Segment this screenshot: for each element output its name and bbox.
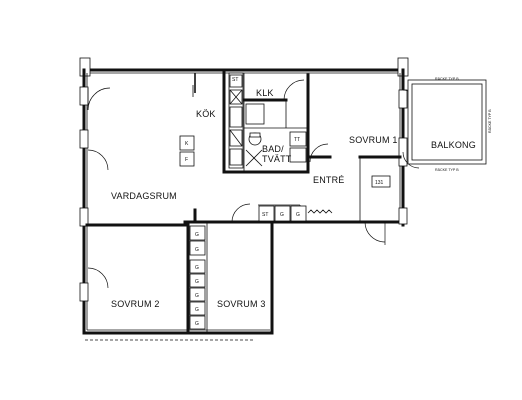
entry-g-label-1: G xyxy=(280,212,284,218)
entrance-storage: ST G G 131 xyxy=(258,175,391,222)
dryer-label: TT xyxy=(294,137,300,143)
entry-st-label: ST xyxy=(262,212,268,218)
label-balkong: BALKONG xyxy=(431,140,476,150)
wardrobes: G G G G G G G xyxy=(189,225,206,330)
kitchen-st-label: ST xyxy=(232,77,238,83)
apartment-number: 131 xyxy=(375,180,384,186)
fridge-label: K xyxy=(185,141,189,147)
label-bad: BAD/ xyxy=(262,144,284,154)
label-sovrum-1: SOVRUM 1 xyxy=(349,135,398,145)
balcony: RÄCKE TYP B RÄCKE TYP B RÄCKE TYP B xyxy=(407,77,492,172)
railing-label-bottom: RÄCKE TYP B xyxy=(435,168,459,172)
svg-text:G: G xyxy=(195,279,199,285)
railing-label-side: RÄCKE TYP B xyxy=(488,109,492,133)
entry-g-label-2: G xyxy=(296,212,300,218)
svg-text:G: G xyxy=(195,265,199,271)
svg-text:G: G xyxy=(195,232,199,238)
label-entre: ENTRÉ xyxy=(313,175,345,185)
interior-walls xyxy=(85,71,402,335)
room-labels: KÖK KLK BAD/ TVÄTT SOVRUM 1 BALKONG VARD… xyxy=(111,88,476,309)
label-kok: KÖK xyxy=(196,109,216,119)
bathroom-fixtures: TT xyxy=(245,103,307,167)
kitchen-fixtures: ST K F xyxy=(179,72,244,169)
railing-label-top: RÄCKE TYP B xyxy=(435,77,459,81)
svg-text:G: G xyxy=(195,321,199,327)
label-sovrum-3: SOVRUM 3 xyxy=(217,299,266,309)
label-klk: KLK xyxy=(256,88,274,98)
freezer-label: F xyxy=(185,157,188,163)
svg-text:G: G xyxy=(195,307,199,313)
label-tvatt: TVÄTT xyxy=(262,154,292,164)
svg-text:G: G xyxy=(195,293,199,299)
label-sovrum-2: SOVRUM 2 xyxy=(111,299,160,309)
label-vardagsrum: VARDAGSRUM xyxy=(111,191,177,201)
svg-text:G: G xyxy=(195,247,199,253)
